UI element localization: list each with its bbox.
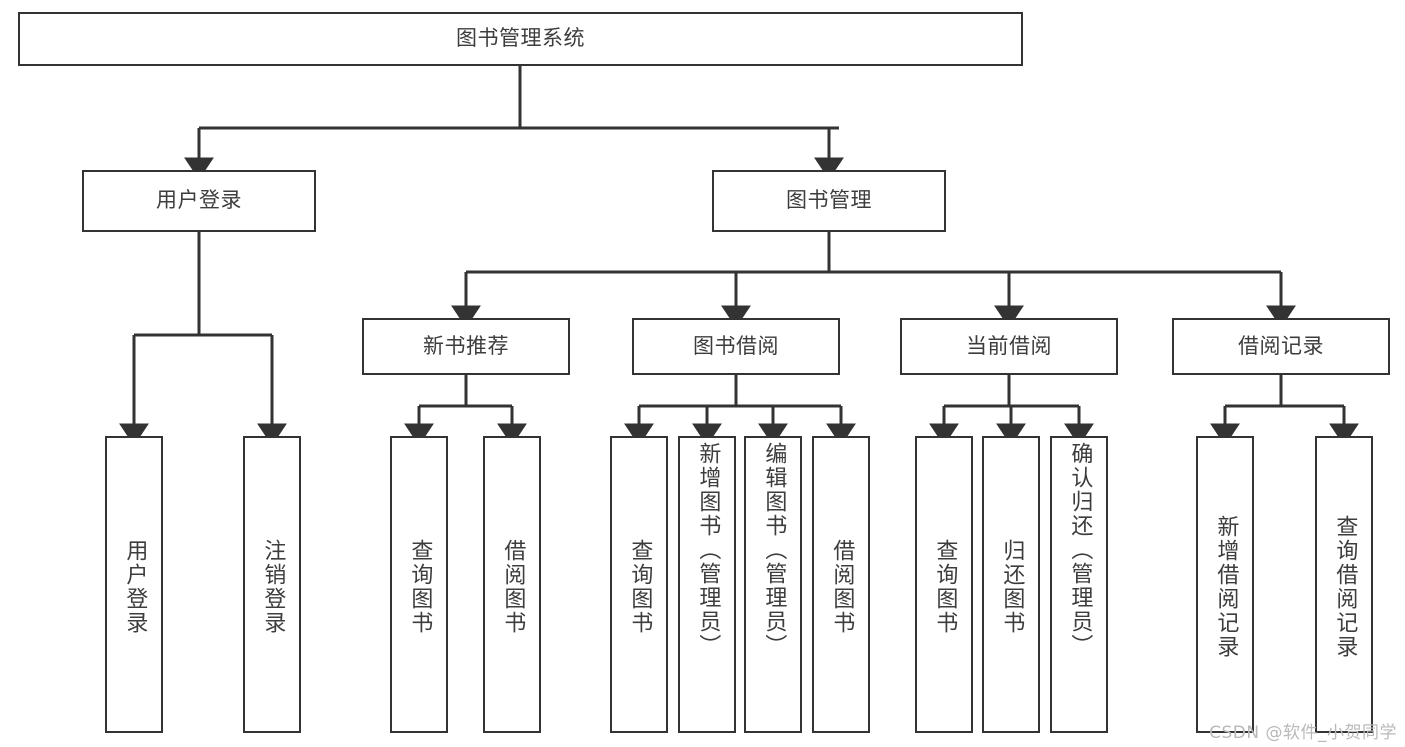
node-label: 用户登录	[122, 538, 148, 635]
node-leaf-borrow-book-1[interactable]: 借阅图书	[483, 436, 541, 733]
node-leaf-add-book[interactable]: 新增图书（管理员）	[678, 436, 736, 733]
node-label: 查询借阅记录	[1332, 514, 1358, 659]
node-user-login[interactable]: 用户登录	[82, 170, 316, 232]
node-label: 新增图书（管理员）	[695, 442, 721, 658]
node-label: 借阅图书	[500, 538, 526, 635]
node-root-book-management-system[interactable]: 图书管理系统	[18, 12, 1023, 66]
node-current-borrow[interactable]: 当前借阅	[900, 318, 1118, 375]
node-new-book-recommend[interactable]: 新书推荐	[362, 318, 570, 375]
node-label: 确认归还（管理员）	[1067, 442, 1093, 658]
node-label: 借阅记录	[1238, 333, 1324, 358]
node-label: 编辑图书（管理员）	[761, 442, 787, 658]
node-leaf-query-book-1[interactable]: 查询图书	[390, 436, 448, 733]
node-leaf-return-book[interactable]: 归还图书	[982, 436, 1040, 733]
node-label: 当前借阅	[966, 333, 1052, 358]
node-label: 图书管理	[786, 188, 872, 213]
node-leaf-query-record[interactable]: 查询借阅记录	[1315, 436, 1373, 733]
csdn-watermark: CSDN @软件_小贺同学	[1209, 723, 1397, 743]
node-leaf-edit-book[interactable]: 编辑图书（管理员）	[744, 436, 802, 733]
node-label: 查询图书	[407, 538, 433, 635]
node-book-borrow[interactable]: 图书借阅	[632, 318, 840, 375]
node-book-manage[interactable]: 图书管理	[712, 170, 946, 232]
node-label: 归还图书	[999, 538, 1025, 635]
node-leaf-user-login[interactable]: 用户登录	[105, 436, 163, 733]
node-label: 借阅图书	[829, 538, 855, 635]
node-label: 查询图书	[627, 538, 653, 635]
node-leaf-confirm-return[interactable]: 确认归还（管理员）	[1050, 436, 1108, 733]
node-leaf-query-book-2[interactable]: 查询图书	[610, 436, 668, 733]
node-label: 新书推荐	[423, 333, 509, 358]
node-label: 注销登录	[260, 538, 286, 635]
node-leaf-logout-login[interactable]: 注销登录	[243, 436, 301, 733]
node-leaf-borrow-book-2[interactable]: 借阅图书	[812, 436, 870, 733]
node-label: 用户登录	[156, 188, 242, 213]
node-label: 图书借阅	[693, 333, 779, 358]
node-label: 新增借阅记录	[1213, 514, 1239, 659]
node-label: 查询图书	[932, 538, 958, 635]
node-leaf-add-record[interactable]: 新增借阅记录	[1196, 436, 1254, 733]
node-borrow-record[interactable]: 借阅记录	[1172, 318, 1390, 375]
node-label: 图书管理系统	[456, 26, 585, 51]
node-leaf-query-book-3[interactable]: 查询图书	[915, 436, 973, 733]
